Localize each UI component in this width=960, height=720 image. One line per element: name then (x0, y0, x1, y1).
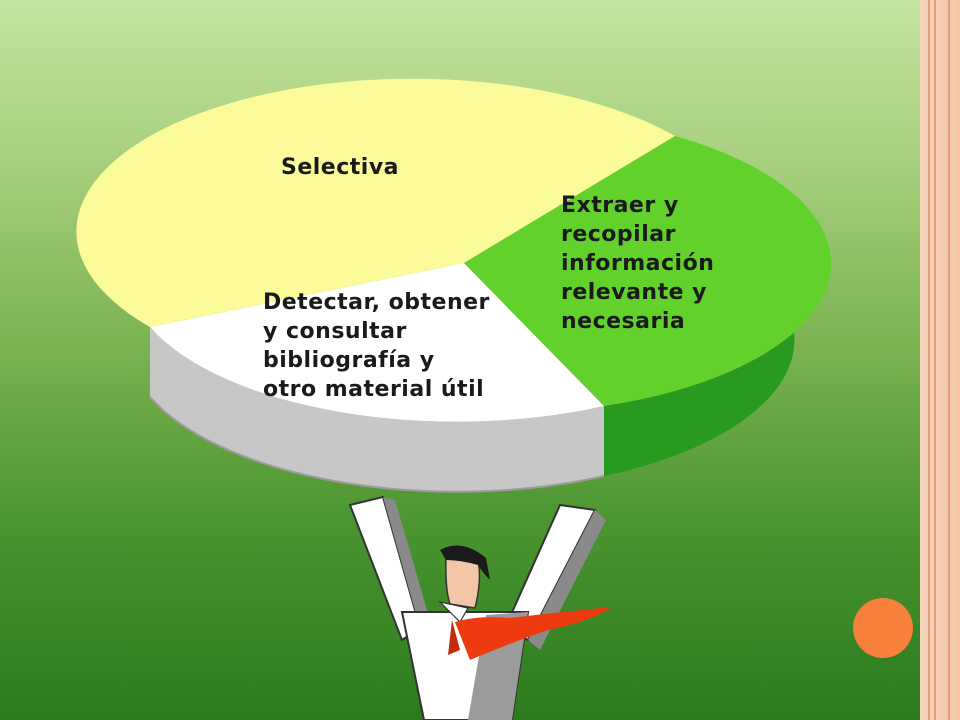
right-border-decoration (920, 0, 960, 720)
orange-dot-decoration (853, 598, 913, 658)
pie-segment-detectar (150, 263, 604, 422)
detectar-line-3: bibliografía y (263, 348, 435, 373)
pie-segment-extraer (464, 136, 832, 406)
extraer-line-3: información (561, 251, 715, 276)
detectar-label: Detectar, obtener y consultar bibliograf… (263, 288, 490, 404)
detectar-line-1: Detectar, obtener (263, 290, 490, 315)
businessman-figure-icon (348, 495, 612, 720)
pie-segment-selectiva (76, 78, 675, 327)
extraer-line-2: recopilar (561, 222, 676, 247)
selectiva-line-1: Selectiva (281, 155, 400, 180)
extraer-line-5: necesaria (561, 309, 686, 334)
extraer-line-4: relevante y (561, 280, 708, 305)
detectar-line-2: y consultar (263, 319, 407, 344)
selectiva-label: Selectiva (281, 153, 399, 182)
extraer-line-1: Extraer y (561, 193, 679, 218)
detectar-line-4: otro material útil (263, 377, 485, 402)
extraer-label: Extraer y recopilar información relevant… (561, 191, 714, 336)
